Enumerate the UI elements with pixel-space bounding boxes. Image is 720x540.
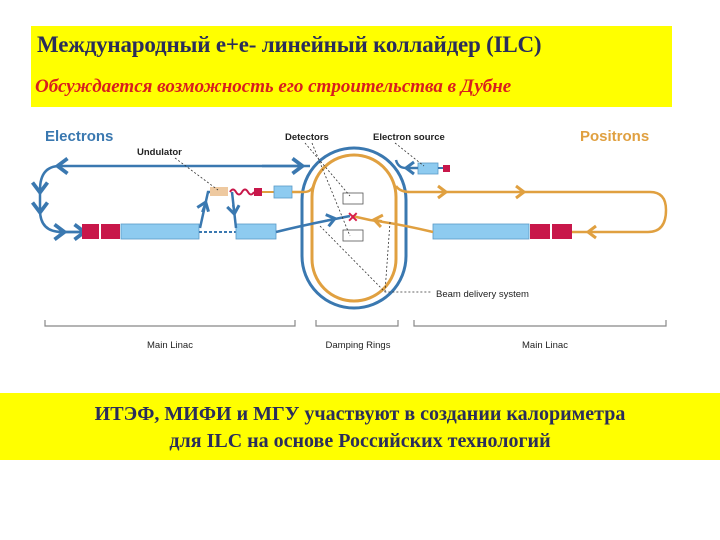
main-linac-right-bracket [413, 320, 667, 327]
positron-klystron-2 [552, 224, 572, 239]
beam-delivery-label: Beam delivery system [436, 289, 529, 300]
interaction-point-icon: ✕ [347, 209, 359, 225]
electron-klystron-1 [82, 224, 99, 239]
title-banner: Международный e+e- линейный коллайдер (I… [31, 26, 672, 107]
slide-subtitle: Обсуждается возможность его строительств… [35, 76, 512, 97]
section-label-main-linac-left: Main Linac [147, 340, 193, 351]
undulator [210, 187, 228, 196]
section-label-damping-rings: Damping Rings [326, 340, 391, 351]
electron-source-label: Electron source [373, 132, 445, 143]
electron-damping-ring [300, 146, 408, 310]
positron-linac [432, 223, 530, 240]
electron-source [417, 162, 439, 175]
ilc-diagram: Electrons Positrons Undulator Detectors … [30, 128, 668, 351]
section-label-main-linac-right: Main Linac [522, 340, 568, 351]
detectors-label: Detectors [285, 132, 329, 143]
footer-line-1: ИТЭФ, МИФИ и МГУ участвуют в создании ка… [94, 403, 626, 425]
footer-banner: ИТЭФ, МИФИ и МГУ участвуют в создании ка… [0, 393, 720, 460]
slide-title: Международный e+e- линейный коллайдер (I… [37, 32, 542, 57]
electron-linac-1 [120, 223, 200, 240]
electron-linac-2 [235, 223, 277, 240]
footer-line-2: для ILC на основе Российских технологий [169, 430, 551, 452]
undulator-label: Undulator [137, 147, 182, 158]
detector-1 [342, 192, 364, 205]
positron-klystron-1 [530, 224, 550, 239]
electron-klystron-2 [101, 224, 120, 239]
positron-damping-ring [310, 153, 398, 303]
damping-rings-bracket [315, 320, 399, 327]
electrons-label: Electrons [45, 128, 113, 145]
positrons-label: Positrons [580, 128, 649, 145]
main-linac-left-bracket [44, 320, 296, 327]
detector-2 [342, 229, 364, 242]
